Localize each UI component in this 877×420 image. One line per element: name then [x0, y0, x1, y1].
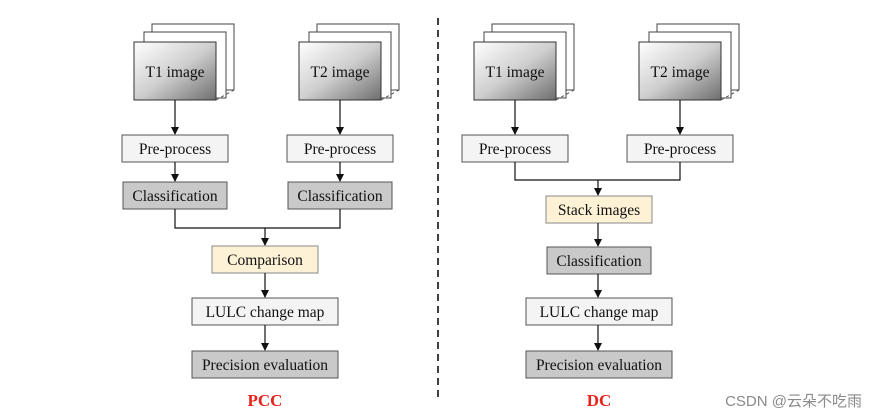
- dc-change-map: [525, 297, 673, 326]
- dc-change-map-label: LULC change map: [540, 304, 659, 321]
- pcc-change-map: [191, 297, 339, 326]
- pcc-panel: T1 image T2 image Pre-process Pre-proces…: [121, 23, 400, 410]
- pcc-precision: [191, 350, 339, 379]
- dc-preprocess-1: [461, 134, 569, 163]
- dc-t2-image-stack: T2 image: [638, 23, 740, 101]
- dc-stack-images-label: Stack images: [558, 202, 640, 219]
- pcc-t1-label: T1 image: [146, 64, 205, 81]
- pcc-title: PCC: [248, 391, 283, 410]
- dc-title: DC: [587, 391, 612, 410]
- dc-preprocess-1-label: Pre-process: [479, 141, 551, 158]
- pcc-t1-image-stack: T1 image: [133, 23, 235, 101]
- dc-t2-label: T2 image: [651, 64, 710, 81]
- pcc-precision-label: Precision evaluation: [202, 357, 328, 374]
- pcc-preprocess-1: [121, 134, 229, 163]
- pcc-classification-2-label: Classification: [297, 188, 382, 205]
- pcc-t2-label: T2 image: [311, 64, 370, 81]
- dc-precision: [525, 350, 673, 379]
- pcc-t2-image-stack: T2 image: [298, 23, 400, 101]
- dc-precision-label: Precision evaluation: [536, 357, 662, 374]
- pcc-classification-1: [122, 181, 228, 210]
- pcc-comparison-label: Comparison: [227, 252, 303, 269]
- pcc-change-map-label: LULC change map: [206, 304, 325, 321]
- dc-t1-label: T1 image: [486, 64, 545, 81]
- pcc-preprocess-2-label: Pre-process: [304, 141, 376, 158]
- dc-classification: [546, 246, 652, 275]
- dc-classification-label: Classification: [556, 253, 641, 270]
- pcc-classification-1-label: Classification: [132, 188, 217, 205]
- pcc-classification-2: [287, 181, 393, 210]
- dc-stack-images: [545, 195, 653, 224]
- dc-preprocess-2-label: Pre-process: [644, 141, 716, 158]
- watermark: CSDN @云朵不吃雨: [725, 393, 862, 410]
- dc-t1-image-stack: T1 image: [473, 23, 575, 101]
- pcc-comparison: [211, 245, 319, 274]
- pcc-preprocess-1-label: Pre-process: [139, 141, 211, 158]
- dc-panel: T1 image T2 image Pre-process Pre-proces…: [461, 23, 740, 410]
